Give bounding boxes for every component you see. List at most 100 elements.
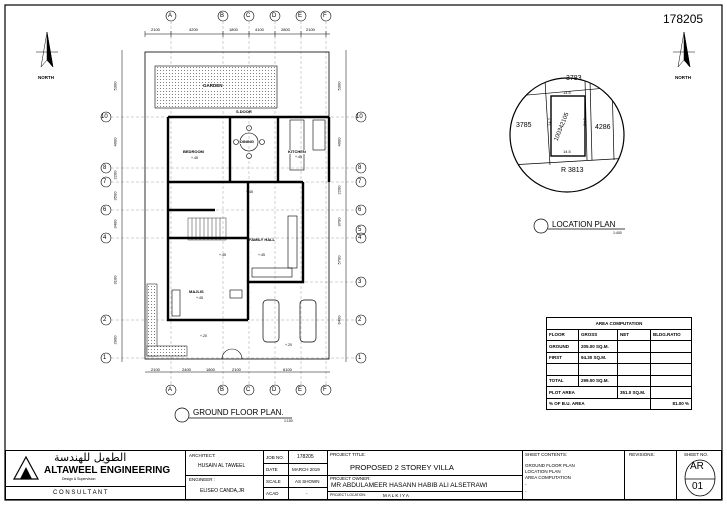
- grid-number: 6: [358, 207, 362, 213]
- area-cell: [650, 363, 692, 376]
- area-cell: [650, 374, 692, 387]
- level-mark: +.20: [285, 343, 292, 347]
- company-logo-icon: [12, 455, 40, 480]
- level-mark: +.45: [219, 253, 226, 257]
- area-cell: [617, 340, 651, 353]
- room-kitchen: KITCHEN: [288, 149, 306, 154]
- level-mark: +.45: [196, 296, 203, 300]
- level-mark: +.45: [258, 253, 265, 257]
- level-mark: +.20: [200, 334, 207, 338]
- stair: [187, 217, 227, 241]
- scale-value: AS SHOWN: [295, 479, 320, 484]
- dim-right: 2200: [336, 185, 342, 195]
- company-sub: Design & Supervision: [62, 477, 96, 481]
- area-cell: [617, 351, 651, 364]
- loc-dim-top: 14.5: [563, 90, 571, 95]
- dim-left: 4000: [112, 137, 118, 147]
- room-majlis: MAJLIS: [189, 289, 204, 294]
- area-cell: [546, 363, 579, 376]
- loc-plot-right: 4286: [595, 124, 611, 131]
- grid-letter: C: [246, 13, 251, 19]
- level-mark: +.45: [191, 156, 198, 160]
- area-cell: FIRST: [546, 351, 579, 364]
- area-cell: [617, 374, 651, 387]
- dim-left: 3100: [112, 275, 118, 285]
- area-cell: [617, 363, 651, 376]
- location-plan-title-symbol: [533, 218, 625, 234]
- title-block-revisions: REVISIONS:: [625, 451, 677, 499]
- title-block-sheet-contents: SHEET CONTENTS: GROUND FLOOR PLAN LOCATI…: [523, 451, 625, 499]
- bua-value: 81.00 %: [650, 397, 692, 410]
- sheet-no-bubble-icon: [684, 459, 716, 497]
- bua-label: % OF B.U. AREA: [546, 397, 651, 410]
- grid-number: 4: [103, 235, 107, 241]
- grid-letter: B: [220, 13, 225, 19]
- loc-plot-left: 3785: [516, 122, 532, 129]
- site-boundary: [144, 51, 330, 360]
- architect-label: ARCHITECT:: [189, 453, 216, 458]
- sheet-code: AR: [690, 461, 704, 472]
- grid-number: 5: [358, 227, 362, 233]
- sheet-contents-item: LOCATION PLAN: [525, 469, 561, 474]
- project-owner-label: PROJECT OWNER:: [330, 476, 371, 481]
- project-title-value: PROPOSED 2 STOREY VILLA: [350, 463, 454, 472]
- area-table-title: AREA COMPUTATION: [546, 317, 692, 330]
- date-value: MARCH 2019: [292, 467, 320, 472]
- dim-top: 2100: [306, 27, 315, 32]
- project-location-value: M A L K I Y A: [383, 493, 409, 498]
- dim-bottom: 6100: [283, 367, 292, 372]
- sheet-number: 178205: [663, 12, 704, 26]
- room-dining: DINING: [240, 139, 254, 144]
- consultant-label: C O N S U L T A N T: [53, 490, 108, 496]
- sheet-contents-item: GROUND FLOOR PLAN: [525, 463, 575, 468]
- dim-top: 4100: [255, 27, 264, 32]
- job-no-value: 178205: [297, 454, 314, 460]
- area-cell: TOTAL: [546, 374, 579, 387]
- area-header: NET: [617, 328, 651, 341]
- acad-label: ACAD: [266, 491, 279, 496]
- area-header: GROSS: [578, 328, 618, 341]
- family-hall-sofas: [251, 215, 298, 278]
- plan-title-symbol: [174, 407, 292, 423]
- sheet-contents-item: AREA COMPUTATION: [525, 475, 571, 480]
- north-arrow-left: [36, 31, 58, 68]
- room-garden: GARDEN: [203, 83, 223, 89]
- plot-area-label: PLOT AREA: [546, 386, 618, 399]
- loc-road: R 3813: [561, 167, 584, 174]
- revisions-label: REVISIONS:: [629, 452, 655, 457]
- plan-scale: 1:100: [284, 419, 293, 423]
- acad-value: -: [306, 491, 308, 496]
- loc-dim-left: 24.2: [546, 118, 552, 126]
- sheet-num: 01: [692, 481, 704, 492]
- grid-number: 6: [103, 207, 107, 213]
- grid-number: 4: [358, 235, 362, 241]
- area-cell: 299.00 SQ.M.: [578, 374, 618, 387]
- grid-letter: A: [168, 387, 173, 393]
- project-title-label: PROJECT TITLE:: [330, 452, 366, 457]
- grid-letter: F: [323, 387, 327, 393]
- grid-letter: F: [323, 13, 327, 19]
- dim-left: 5300: [112, 81, 118, 91]
- dim-top: 2100: [151, 27, 160, 32]
- dim-bottom: 2100: [232, 367, 241, 372]
- level-mark: +.45: [246, 190, 253, 194]
- dim-bottom: 1800: [206, 367, 215, 372]
- grid-number: 2: [358, 317, 362, 323]
- kitchen-counter: [289, 119, 305, 171]
- architect-value: HUSAIN AL TAWEEL: [198, 463, 246, 469]
- dim-right: 3700: [336, 217, 342, 227]
- dim-left: 3400: [112, 219, 118, 229]
- grid-number: 2: [103, 317, 107, 323]
- grid-number: 10: [101, 114, 108, 120]
- scale-label: SCALE: [266, 479, 281, 484]
- job-no-label: JOB NO.: [266, 455, 285, 460]
- grid-letter: E: [298, 387, 303, 393]
- dim-top: 2800: [281, 27, 290, 32]
- sheet-contents-item: -: [525, 489, 527, 494]
- grid-number: 8: [103, 165, 107, 171]
- dim-left: 3500: [112, 191, 118, 201]
- building-walls: [166, 115, 331, 322]
- engineer-value: ELISEO CANDA,JR: [200, 488, 245, 494]
- plan-title: GROUND FLOOR PLAN.: [193, 408, 284, 417]
